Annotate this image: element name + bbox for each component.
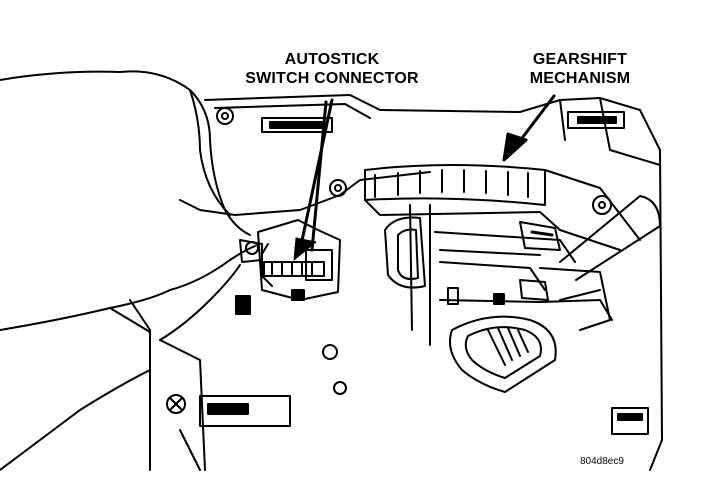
gearshift-callout-line2: MECHANISM bbox=[529, 70, 631, 87]
autostick-connector bbox=[239, 219, 341, 301]
vent-slots bbox=[199, 111, 649, 435]
shift-lever bbox=[559, 195, 661, 281]
autostick-arrowhead bbox=[293, 237, 317, 261]
gearshift-callout-line1: GEARSHIFT bbox=[532, 51, 628, 68]
gearshift-mechanism-body bbox=[384, 204, 613, 346]
technician-hand bbox=[0, 70, 256, 471]
gearshift-indicator-strip bbox=[364, 164, 641, 251]
callout-arrows bbox=[298, 94, 556, 252]
autostick-callout-line1: AUTOSTICK bbox=[284, 51, 380, 68]
gearshift-callout-label: GEARSHIFT MECHANISM bbox=[500, 50, 660, 88]
autostick-callout-line2: SWITCH CONNECTOR bbox=[245, 70, 419, 87]
screws bbox=[166, 107, 612, 414]
console-outline bbox=[129, 94, 663, 471]
pivot-bracket bbox=[449, 315, 557, 393]
figure-id: 804d8ec9 bbox=[580, 456, 624, 467]
autostick-callout-label: AUTOSTICK SWITCH CONNECTOR bbox=[220, 50, 444, 88]
